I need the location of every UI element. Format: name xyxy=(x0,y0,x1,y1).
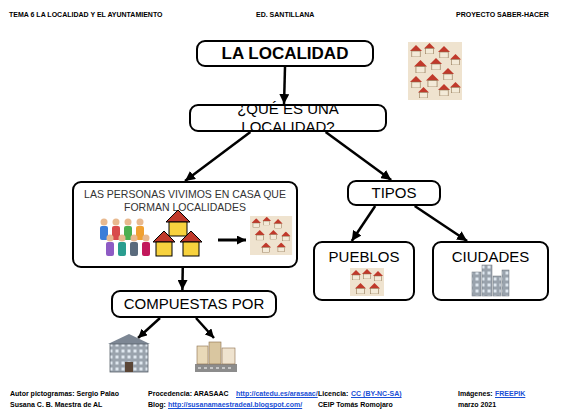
header-text: PROYECTO SABER-HACER xyxy=(456,10,549,19)
town-ground xyxy=(408,42,462,100)
node-label: PUEBLOS xyxy=(329,248,400,266)
house-icon xyxy=(442,68,454,80)
footer-note: Blog: xyxy=(148,400,166,409)
arrow-connector xyxy=(283,67,286,104)
building-roof xyxy=(108,334,150,344)
arrow-connector xyxy=(326,132,392,180)
street-road xyxy=(195,364,237,372)
question-box: ¿QUÉ ES UNA LOCALIDAD? xyxy=(189,104,387,132)
footer-note: http://susanamaestradeal.blogspot.com/ xyxy=(168,400,302,409)
street-house xyxy=(197,346,208,364)
house-icon xyxy=(450,54,461,65)
house-icon xyxy=(426,74,439,87)
footer-note: CC (BY-NC-SA) xyxy=(351,389,402,398)
house-icon xyxy=(410,76,422,88)
footer-note: marzo 2021 xyxy=(458,400,496,409)
node-label: LAS PERSONAS VIVIMOS EN CASA QUE FORMAN … xyxy=(78,188,292,214)
header-text: ED. SANTILLANA xyxy=(256,10,314,19)
footer-note: Imágenes: xyxy=(458,389,493,398)
arrow-connector xyxy=(181,268,184,290)
road-marking xyxy=(198,368,234,369)
house-icon xyxy=(424,43,435,54)
street-pictogram xyxy=(195,342,237,372)
node-label: ¿QUÉ ES UNA LOCALIDAD? xyxy=(195,100,381,136)
town-illustration xyxy=(408,42,462,100)
house-icon xyxy=(450,82,461,93)
house-icon xyxy=(410,45,422,57)
category-box: TIPOS xyxy=(347,180,441,206)
building-pictogram xyxy=(108,334,150,372)
arrow-connector xyxy=(185,132,250,181)
footer-note: CEIP Tomás Romojaro xyxy=(318,400,393,409)
footer-note: Autor pictogramas: Sergio Palao xyxy=(10,389,119,398)
type-box: CIUDADES xyxy=(432,241,549,301)
footer-note: Susana C. B. Maestra de AL xyxy=(10,400,102,409)
street-house xyxy=(209,342,221,364)
house-icon xyxy=(418,87,429,98)
process-box: COMPUESTAS POR xyxy=(111,290,277,318)
footer-note: http://catedu.es/arasaac/ xyxy=(236,389,318,398)
title-box: LA LOCALIDAD xyxy=(196,40,374,67)
arrow-line xyxy=(196,318,214,338)
arrow-connector xyxy=(415,206,467,241)
building-facade xyxy=(110,344,148,372)
definition-box: LAS PERSONAS VIVIMOS EN CASA QUE FORMAN … xyxy=(72,181,298,268)
street-house xyxy=(222,348,235,364)
node-label: COMPUESTAS POR xyxy=(124,295,265,313)
footer-note: FREEPIK xyxy=(495,389,525,398)
building-door xyxy=(125,362,133,372)
header-text: TEMA 6 LA LOCALIDAD Y EL AYUNTAMIENTO xyxy=(9,10,163,19)
house-icon xyxy=(438,84,450,96)
footer-note: Procedencia: ARASAAC xyxy=(148,389,229,398)
house-icon xyxy=(414,60,427,73)
footer-note: Licencia: xyxy=(318,389,348,398)
node-label: LA LOCALIDAD xyxy=(222,44,349,64)
house-icon xyxy=(430,58,442,70)
arrow-connector xyxy=(352,206,375,241)
node-label: CIUDADES xyxy=(452,248,530,266)
arrow-line xyxy=(138,318,160,338)
house-icon xyxy=(438,46,450,58)
node-label: TIPOS xyxy=(371,184,416,202)
type-box: PUEBLOS xyxy=(313,241,415,301)
